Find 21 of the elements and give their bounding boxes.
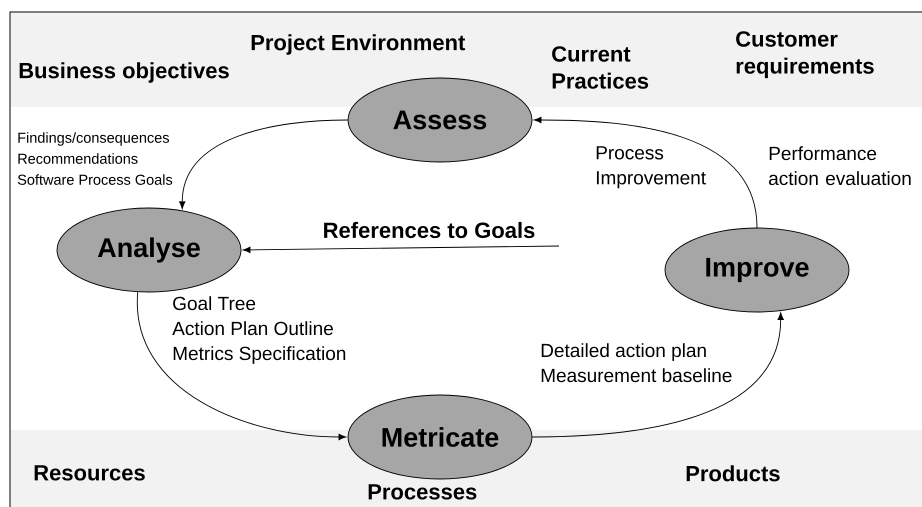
label-text: Business objectives (20, 62, 229, 83)
label-text: Findings/consequences (18, 132, 169, 146)
label-text: Recommendations (18, 153, 138, 164)
label-text: Performance action evaluation (769, 146, 911, 186)
label-text: Detailed action plan (542, 343, 706, 361)
label-text: Resources (34, 465, 145, 481)
arrow (179, 120, 348, 210)
arrow (242, 246, 560, 254)
label-text: Current Practices (552, 46, 648, 89)
label-text: Action Plan Outline (172, 321, 333, 336)
label-text: Metrics Specification (174, 346, 346, 364)
label-text: Software Process Goals (18, 174, 172, 185)
label-text: Products (686, 465, 780, 482)
arrow (534, 116, 758, 228)
arrow (137, 292, 346, 440)
label-text: Project Environment (252, 34, 466, 55)
arrow (532, 312, 784, 438)
label-text: Process Improvement (596, 146, 706, 188)
label-text: Customer requirements (736, 31, 874, 78)
edge-label: References to Goals (322, 220, 536, 240)
label-text: Measurement baseline (542, 368, 732, 382)
